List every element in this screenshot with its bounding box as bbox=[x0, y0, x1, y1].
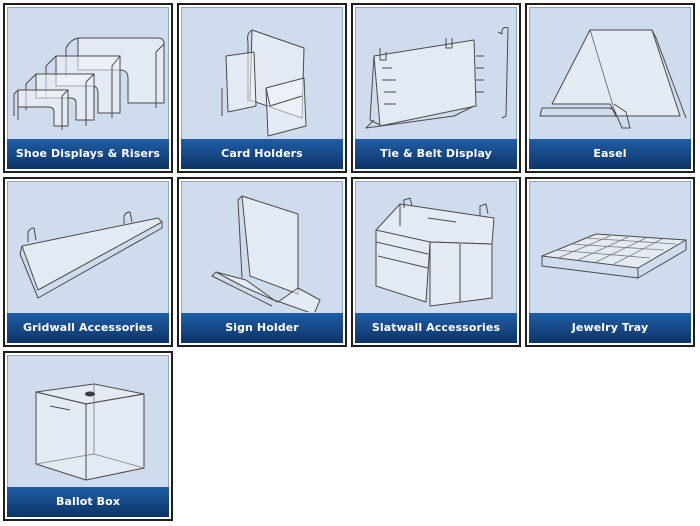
gridwall-shelf-icon bbox=[19, 211, 163, 299]
tile-label: Tie & Belt Display bbox=[355, 139, 517, 169]
category-tile-sign-holder[interactable]: Sign Holder bbox=[177, 177, 347, 347]
category-tile-jewelry-tray[interactable]: Jewelry Tray bbox=[525, 177, 695, 347]
card-holder-icon bbox=[221, 29, 307, 137]
tile-label: Card Holders bbox=[181, 139, 343, 169]
category-tile-ballot-box[interactable]: Ballot Box bbox=[3, 351, 173, 521]
tile-background bbox=[529, 7, 691, 169]
category-tile-gridwall[interactable]: Gridwall Accessories bbox=[3, 177, 173, 347]
slatwall-bin-icon bbox=[375, 197, 495, 307]
category-tile-shoe-displays[interactable]: Shoe Displays & Risers bbox=[3, 3, 173, 173]
tile-label: Slatwall Accessories bbox=[355, 313, 517, 343]
category-tile-card-holders[interactable]: Card Holders bbox=[177, 3, 347, 173]
tie-belt-display-icon bbox=[365, 26, 509, 129]
jewelry-tray-icon bbox=[541, 233, 687, 279]
category-tile-easel[interactable]: Easel bbox=[525, 3, 695, 173]
tile-background bbox=[7, 355, 169, 517]
tile-label: Jewelry Tray bbox=[529, 313, 691, 343]
tile-label: Easel bbox=[529, 139, 691, 169]
tile-label: Gridwall Accessories bbox=[7, 313, 169, 343]
easel-icon bbox=[539, 29, 687, 129]
category-tile-slatwall[interactable]: Slatwall Accessories bbox=[351, 177, 521, 347]
tile-label: Sign Holder bbox=[181, 313, 343, 343]
sign-holder-icon bbox=[211, 195, 321, 312]
ballot-box-icon bbox=[35, 383, 145, 481]
shoe-risers-icon bbox=[13, 37, 165, 130]
category-tile-tie-belt[interactable]: Tie & Belt Display bbox=[351, 3, 521, 173]
tile-label: Shoe Displays & Risers bbox=[7, 139, 169, 169]
tile-label: Ballot Box bbox=[7, 487, 169, 517]
